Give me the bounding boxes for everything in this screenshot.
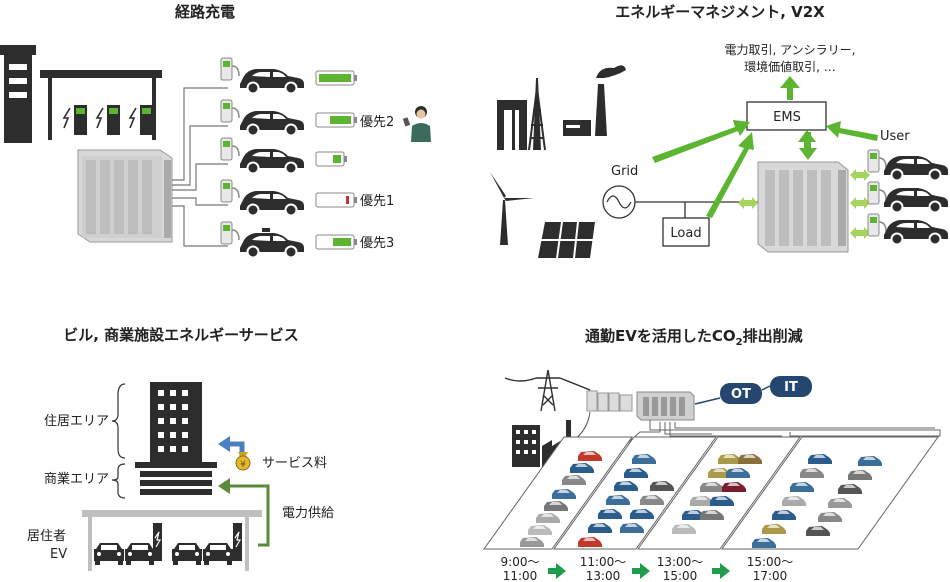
residential-bracket	[111, 383, 126, 459]
services-line-1: 電力取引, アンシラリー,	[725, 43, 856, 57]
parking-lot-1	[483, 436, 633, 550]
ot-label: OT	[731, 387, 751, 402]
transmission-tower-icon	[504, 369, 591, 412]
priority-1-label: 優先1	[360, 194, 394, 209]
route-charging-title: 経路充電	[175, 3, 235, 21]
ev-label: EV	[50, 547, 67, 562]
time-slot-2-end: 13:00	[586, 569, 621, 582]
time-slot-3-end: 15:00	[663, 569, 698, 582]
service-fee-label: サービス料	[262, 456, 327, 471]
panel-commuter: 通勤EVを活用したCO2排出削減	[483, 327, 941, 582]
power-supply-label: 電力供給	[282, 506, 334, 521]
v2x-cars	[867, 149, 949, 246]
time-slot-4: 15:00～ 17:00	[747, 555, 794, 582]
charging-row-5: 優先3	[220, 221, 394, 259]
solar-panel-icon	[538, 221, 595, 259]
coin-bag-icon: ¥	[235, 452, 251, 471]
time-arrow-1	[548, 563, 566, 579]
bidirectional-arrows	[738, 169, 870, 239]
time-slot-2: 11:00～ 13:00	[580, 555, 627, 582]
commercial-area-label: 商業エリア	[44, 471, 109, 487]
energy-management-title: エネルギーマネジメント, V2X	[615, 3, 825, 21]
power-cabinet	[77, 149, 173, 243]
wind-turbine-icon	[486, 172, 534, 245]
priority-3-label: 優先3	[360, 236, 394, 251]
time-slot-2-start: 11:00～	[580, 555, 627, 569]
charging-row-4: 優先1	[220, 179, 394, 217]
services-line-2: 環境価値取引, …	[744, 59, 836, 74]
ems-arrows: User	[652, 76, 910, 218]
it-label: IT	[784, 380, 798, 395]
time-slot-4-start: 15:00～	[747, 555, 794, 569]
time-slot-4-end: 17:00	[753, 569, 788, 582]
it-badge: IT	[770, 376, 812, 397]
building-icon	[135, 382, 217, 495]
svg-text:¥: ¥	[240, 460, 246, 470]
charging-cables	[172, 87, 228, 247]
load-label: Load	[670, 226, 701, 241]
ems-box: EMS	[746, 101, 827, 131]
time-arrow-3	[712, 563, 730, 579]
charging-station-canopy	[0, 45, 162, 143]
ot-badge: OT	[694, 383, 771, 405]
grid-label: Grid	[611, 164, 638, 179]
resident-label: 居住者	[27, 529, 66, 544]
charging-row-3	[220, 137, 347, 175]
station-chargers	[62, 105, 153, 135]
power-supply-line: 電力供給	[218, 478, 334, 547]
panel-route-charging: 経路充電	[0, 3, 431, 259]
charging-row-1	[220, 57, 357, 95]
panel-building: ビル, 商業施設エネルギーサービス 住居エリア 商業エリア	[27, 326, 334, 571]
charging-row-2: 優先2	[220, 99, 431, 142]
time-slot-3-start: 13:00～	[657, 555, 704, 569]
person-with-phone-icon	[402, 106, 431, 142]
parking-lot-4	[721, 436, 939, 550]
time-arrow-2	[632, 563, 650, 579]
building-title: ビル, 商業施設エネルギーサービス	[63, 326, 299, 344]
time-slot-1-end: 11:00	[503, 569, 538, 582]
parking-lot-2	[553, 436, 717, 550]
priority-2-label: 優先2	[360, 115, 394, 130]
grid-circuit: Grid Load	[602, 164, 758, 247]
time-slot-3: 13:00～ 15:00	[657, 555, 704, 582]
service-fee-arrow: ¥ サービス料	[218, 436, 327, 471]
time-slot-1: 9:00～ 11:00	[501, 555, 540, 582]
commuter-title: 通勤EVを活用したCO2排出削減	[585, 327, 803, 348]
ems-label: EMS	[773, 110, 801, 125]
panel-energy-management: エネルギーマネジメント, V2X 電力取引, アンシラリー, 環境価値取引, …	[486, 3, 949, 259]
control-cabinet	[636, 391, 695, 421]
resident-parking	[82, 510, 262, 571]
residential-area-label: 住居エリア	[44, 414, 109, 429]
factory-icon	[497, 65, 626, 151]
v2x-power-cabinet	[757, 161, 849, 253]
parking-lot-3	[637, 436, 801, 550]
user-label: User	[880, 129, 910, 144]
time-slot-1-start: 9:00～	[501, 555, 540, 569]
commercial-bracket	[111, 463, 126, 499]
